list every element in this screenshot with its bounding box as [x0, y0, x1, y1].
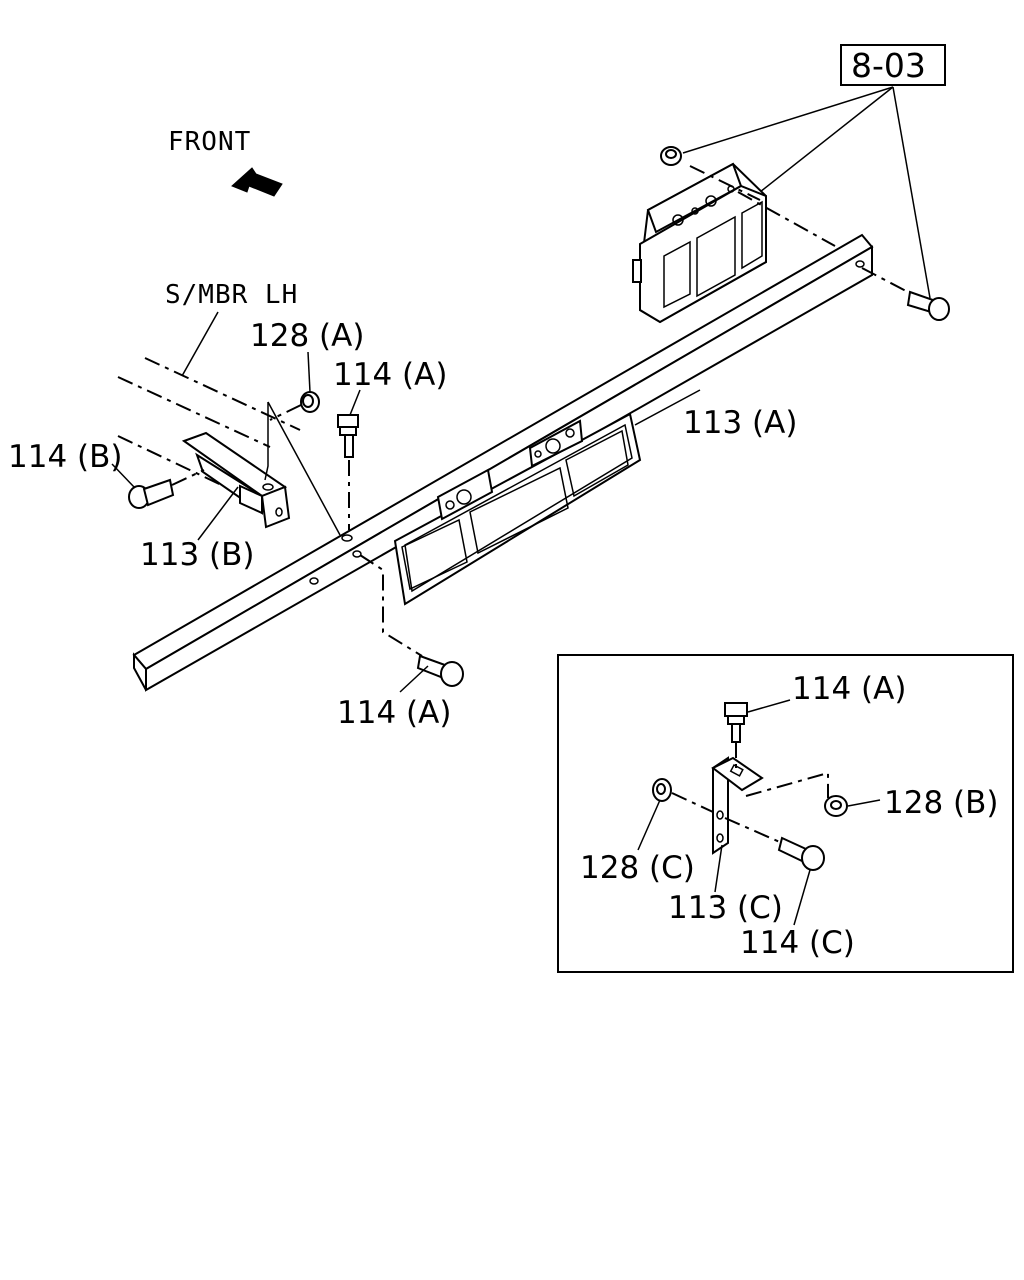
front-arrow-icon: [231, 167, 283, 197]
label-113b: 113 (B): [140, 537, 254, 573]
label-128a: 128 (A): [250, 318, 364, 354]
bracket-113b: [181, 431, 291, 529]
inset-detail: [557, 654, 1014, 973]
inset-label-114a: 114 (A): [792, 671, 906, 707]
inset-bolt-114a-icon: [724, 702, 748, 770]
label-114a-top: 114 (A): [333, 357, 447, 393]
reference-leaders: [682, 86, 931, 299]
bracket-113c: [712, 756, 729, 855]
side-member-leader: [181, 311, 219, 377]
inset-nut-128c-icon: [652, 778, 714, 813]
inset-label-114c: 114 (C): [740, 925, 855, 961]
nut-control-unit-icon: [660, 146, 682, 166]
bolt-control-unit-icon: [861, 267, 950, 321]
inset-bolt-114c-icon: [724, 817, 825, 871]
bolt-114a-bottom-icon: [359, 554, 464, 687]
bolt-114b-icon: [128, 469, 205, 509]
side-member-label: S/MBR LH: [165, 280, 298, 310]
inset-label-128c: 128 (C): [580, 850, 695, 886]
inset-nut-128b-icon: [745, 771, 848, 817]
bracket-plate: [393, 412, 642, 606]
front-label: FRONT: [168, 127, 251, 157]
nut-128a-icon: [269, 391, 320, 421]
label-114a-bottom: 114 (A): [337, 695, 451, 731]
label-114b: 114 (B): [8, 439, 122, 475]
inset-label-128b: 128 (B): [884, 785, 998, 821]
side-member: [117, 357, 301, 491]
control-unit: [632, 162, 836, 324]
reference-box[interactable]: 8-03: [840, 44, 946, 86]
label-113a: 113 (A): [683, 405, 797, 441]
main-leaders: [111, 351, 701, 693]
crossmember-113a: [132, 233, 874, 692]
inset-label-113c: 113 (C): [668, 890, 783, 926]
reference-number: 8-03: [851, 46, 926, 85]
bolt-114a-top-icon: [337, 414, 359, 530]
